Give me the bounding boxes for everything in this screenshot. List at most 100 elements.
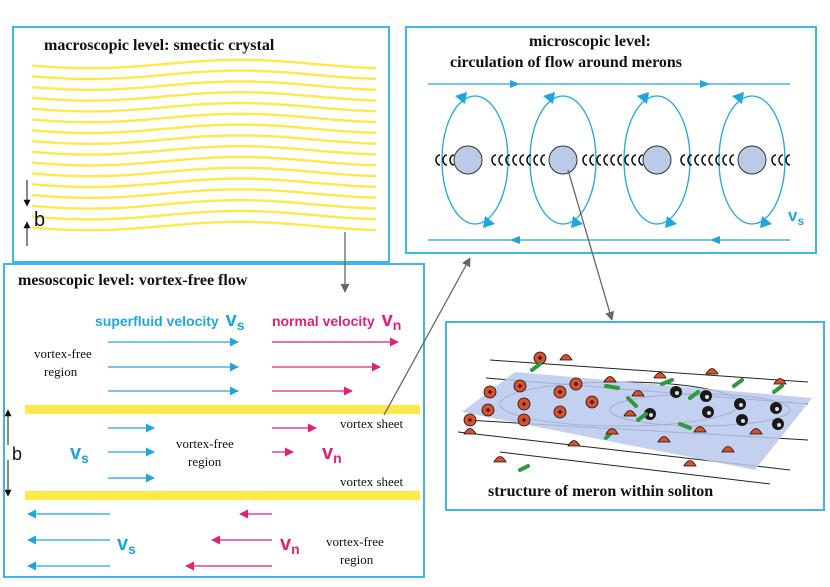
spin-cone — [623, 410, 637, 417]
svg-text:vs: vs — [70, 442, 89, 466]
spin-green — [688, 390, 700, 400]
spin-dot — [590, 400, 594, 404]
merons — [453, 145, 767, 175]
spin-green — [518, 464, 530, 472]
spin-green — [660, 378, 674, 386]
vortex-sheet-top-label: vortex sheet — [340, 416, 404, 431]
spin-green — [636, 412, 648, 422]
spin-green — [530, 362, 542, 372]
macroscopic-spacing-label: b — [34, 209, 45, 231]
spin-arc — [505, 154, 511, 166]
middle-region-label-2: region — [188, 454, 222, 469]
spin-arc — [589, 154, 595, 166]
loop-arrowhead — [543, 92, 555, 104]
top-region-label-1: vortex-free — [34, 346, 92, 361]
smectic-layer — [31, 220, 377, 232]
spin-cone — [463, 428, 477, 435]
spin-cone — [605, 428, 619, 435]
vortex-sheet-bottom-label: vortex sheet — [340, 474, 404, 489]
loop-arrowhead — [483, 216, 495, 228]
soliton-line — [489, 359, 809, 383]
mesoscopic-title: mesoscopic level: vortex-free flow — [18, 272, 248, 289]
circulation-loop — [441, 95, 509, 225]
top-region-label-2: region — [44, 364, 78, 379]
spin-cone — [631, 390, 645, 397]
spin-arc — [617, 154, 623, 166]
spin-dot — [468, 418, 472, 422]
bottom-region-label-2: region — [340, 552, 374, 567]
spin-dot — [777, 423, 781, 427]
spin-cone — [721, 446, 735, 453]
microscopic-title-line2: circulation of flow around merons — [450, 54, 682, 71]
svg-text:vn: vn — [280, 533, 300, 557]
smectic-layers — [31, 58, 377, 232]
spin-dot — [522, 402, 526, 406]
spin-arc — [624, 154, 630, 166]
meron — [737, 145, 767, 175]
meron — [548, 145, 578, 175]
circulation-loops — [441, 92, 786, 228]
spin-cone — [693, 426, 707, 433]
spin-arc — [498, 154, 504, 166]
spin-arc — [680, 154, 686, 166]
spin-arc — [596, 154, 602, 166]
spin-dot — [486, 408, 490, 412]
soliton-caption: structure of meron within soliton — [488, 483, 713, 500]
spin-dot — [707, 411, 711, 415]
spin-dot — [705, 395, 709, 399]
soliton-panel: structure of meron within soliton — [445, 321, 825, 511]
smectic-layer — [31, 80, 377, 91]
smectic-layer — [31, 69, 377, 81]
spin-arc — [631, 154, 637, 166]
svg-text:normal velocity vn: normal velocity vn — [272, 309, 401, 333]
spin-arc — [540, 154, 546, 166]
spin-cone — [493, 456, 507, 463]
mesoscopic-panel: mesoscopic level: vortex-free flow super… — [3, 263, 425, 578]
spin-dot — [675, 391, 679, 395]
microscopic-velocity-label: vs — [788, 206, 804, 228]
normal-velocity-label: normal velocity — [272, 313, 375, 329]
smectic-layer — [31, 112, 377, 124]
spin-arc — [729, 154, 735, 166]
smectic-layer — [31, 209, 377, 221]
spin-cone — [603, 376, 617, 383]
spin-dot — [741, 419, 745, 423]
svg-text:vs: vs — [788, 206, 804, 228]
spin-arc — [533, 154, 539, 166]
spin-dot — [538, 356, 542, 360]
spin-green — [732, 378, 744, 388]
vortex-sheet-top — [25, 405, 420, 414]
spin-chain — [435, 154, 791, 166]
spin-arc — [603, 154, 609, 166]
spin-cone — [653, 372, 667, 379]
spin-cone — [559, 354, 573, 361]
panel-connectors — [340, 169, 615, 416]
top-flow-arrows — [428, 80, 790, 88]
smectic-layer — [31, 145, 377, 156]
spin-cone — [705, 368, 719, 375]
spin-dot — [558, 410, 562, 414]
svg-text:vs: vs — [117, 533, 136, 557]
spin-cone — [773, 378, 787, 385]
meron — [453, 145, 483, 175]
spin-cone — [657, 436, 671, 443]
spin-arc — [491, 154, 497, 166]
svg-text:superfluid velocity vs: superfluid velocity vs — [95, 309, 245, 333]
spin-arc — [519, 154, 525, 166]
spin-dot — [649, 413, 653, 417]
meron — [642, 145, 672, 175]
spin-cone — [683, 460, 697, 467]
mesoscopic-spacing-indicator: b — [4, 409, 22, 497]
mesoscopic-legend: superfluid velocity vs normal velocity v… — [95, 309, 401, 333]
circulation-loop — [529, 95, 597, 225]
spin-arc — [449, 154, 455, 166]
smectic-layer — [31, 155, 377, 167]
spin-cone — [567, 440, 581, 447]
spin-green — [772, 384, 784, 394]
middle-region-label-1: vortex-free — [176, 436, 234, 451]
connector-meso-to-micro — [383, 257, 471, 416]
smectic-layer — [31, 177, 377, 189]
spin-green — [604, 384, 620, 390]
spin-dot — [739, 403, 743, 407]
circulation-loop — [623, 95, 691, 225]
